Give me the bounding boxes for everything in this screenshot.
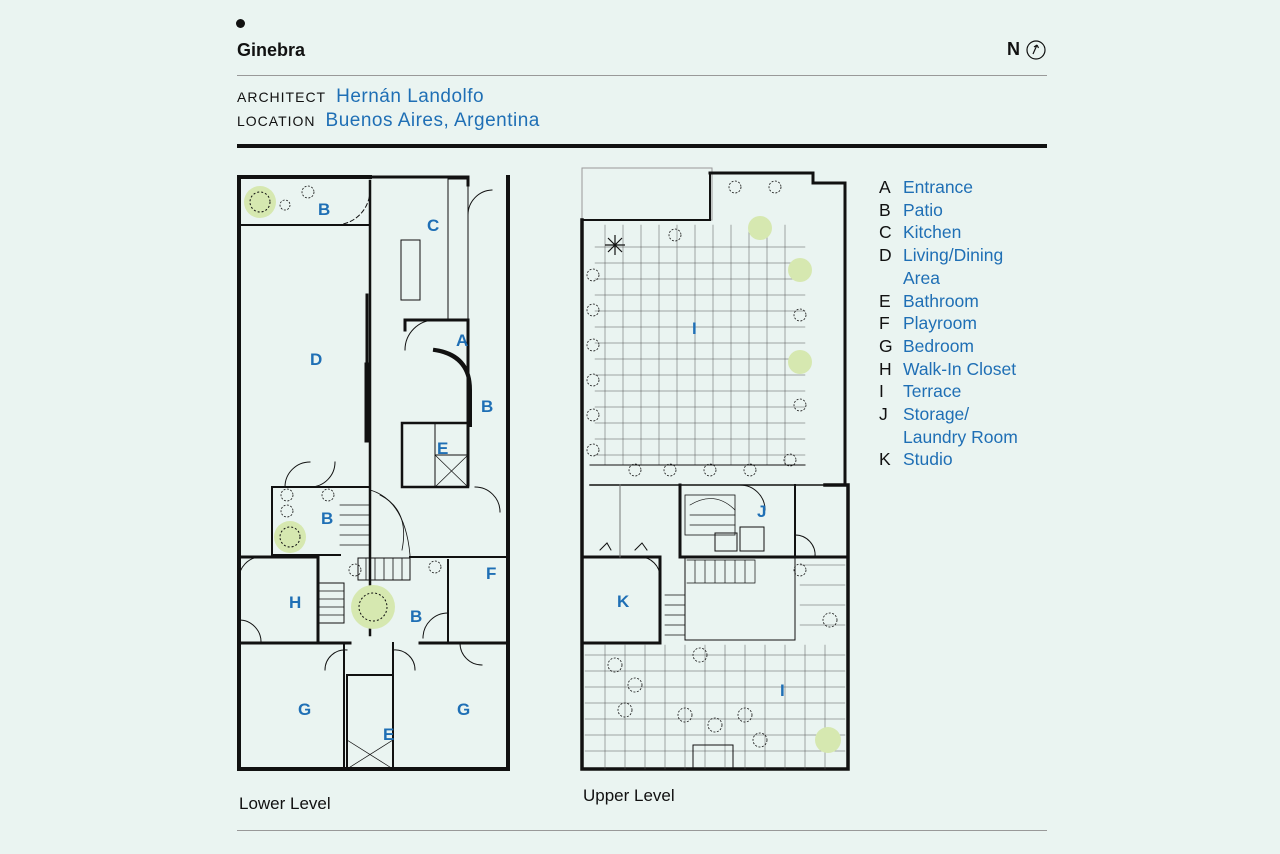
room-label-b: B — [410, 607, 422, 626]
room-label-d: D — [310, 350, 322, 369]
legend-key: G — [879, 335, 893, 356]
meta-divider — [237, 144, 1047, 148]
room-label-c: C — [427, 216, 439, 235]
legend-label: Terrace — [903, 381, 962, 402]
legend-key: F — [879, 313, 890, 334]
room-label-e: E — [383, 725, 394, 744]
legend-key: D — [879, 245, 892, 266]
legend-key: B — [879, 199, 891, 220]
header-divider — [237, 75, 1047, 76]
room-label-a: A — [456, 331, 468, 350]
legend-item: I Terrace — [879, 380, 1043, 403]
legend-label: Patio — [903, 199, 943, 220]
room-label-g: G — [457, 700, 470, 719]
room-label-b: B — [481, 397, 493, 416]
footer-divider — [237, 830, 1047, 831]
legend-label: Studio — [903, 449, 953, 470]
lower-level-plan: B C D A B E B F H B G G E — [237, 175, 510, 771]
north-indicator: N — [1007, 39, 1046, 60]
lower-level-label: Lower Level — [239, 794, 331, 813]
location-label: LOCATION — [237, 113, 316, 129]
plant-icons — [586, 180, 838, 748]
legend-label: Living/Dining Area — [903, 245, 1004, 288]
room-label-j: J — [757, 502, 766, 521]
legend-item: C Kitchen — [879, 221, 1043, 244]
room-label-i: I — [692, 319, 697, 338]
room-label-f: F — [486, 564, 496, 583]
architect-label: ARCHITECT — [237, 89, 327, 105]
legend-label: Playroom — [903, 313, 977, 334]
legend-label: Storage/ Laundry Room — [903, 404, 1018, 447]
legend-item: B Patio — [879, 199, 1043, 222]
architect-row: ARCHITECT Hernán Landolfo — [237, 86, 484, 108]
legend-label: Bathroom — [903, 290, 979, 311]
legend-item: K Studio — [879, 448, 1043, 471]
legend-key: E — [879, 290, 891, 311]
legend-label: Bedroom — [903, 335, 975, 356]
legend-key: K — [879, 449, 891, 470]
legend-key: I — [879, 381, 884, 402]
north-arrow-icon — [1026, 39, 1046, 60]
upper-level-plan: I J K I — [580, 167, 850, 771]
legend-item: F Playroom — [879, 312, 1043, 335]
room-label-k: K — [617, 592, 630, 611]
legend-item: E Bathroom — [879, 290, 1043, 313]
legend-key: H — [879, 358, 892, 379]
legend-label: Walk-In Closet — [903, 358, 1017, 379]
page-title: Ginebra — [237, 40, 306, 60]
legend-item: H Walk-In Closet — [879, 358, 1043, 381]
upper-level-label: Upper Level — [583, 786, 675, 805]
legend-item: D Living/Dining Area — [879, 244, 1043, 289]
tree-icon — [748, 216, 841, 753]
plant-icons — [279, 185, 442, 577]
legend-item: A Entrance — [879, 176, 1043, 199]
legend-key: C — [879, 222, 892, 243]
location-value: Buenos Aires, Argentina — [325, 110, 540, 131]
room-label-e: E — [437, 439, 448, 458]
legend-label: Entrance — [903, 177, 974, 197]
tree-icon — [244, 186, 395, 629]
room-label-h: H — [289, 593, 301, 612]
room-label-b: B — [321, 509, 333, 528]
architect-value: Hernán Landolfo — [336, 86, 485, 107]
legend-key: A — [879, 177, 891, 197]
legend-key: J — [879, 404, 888, 425]
room-label-i: I — [780, 681, 785, 700]
legend-item: G Bedroom — [879, 335, 1043, 358]
header-dot — [236, 19, 245, 28]
room-legend: A Entrance B Patio C Kitchen D Living/Di… — [879, 176, 1043, 471]
legend-label: Kitchen — [903, 222, 962, 243]
room-label-g: G — [298, 700, 311, 719]
room-label-b: B — [318, 200, 330, 219]
north-label: N — [1007, 39, 1020, 59]
legend-item: J Storage/ Laundry Room — [879, 403, 1043, 448]
location-row: LOCATION Buenos Aires, Argentina — [237, 110, 540, 132]
